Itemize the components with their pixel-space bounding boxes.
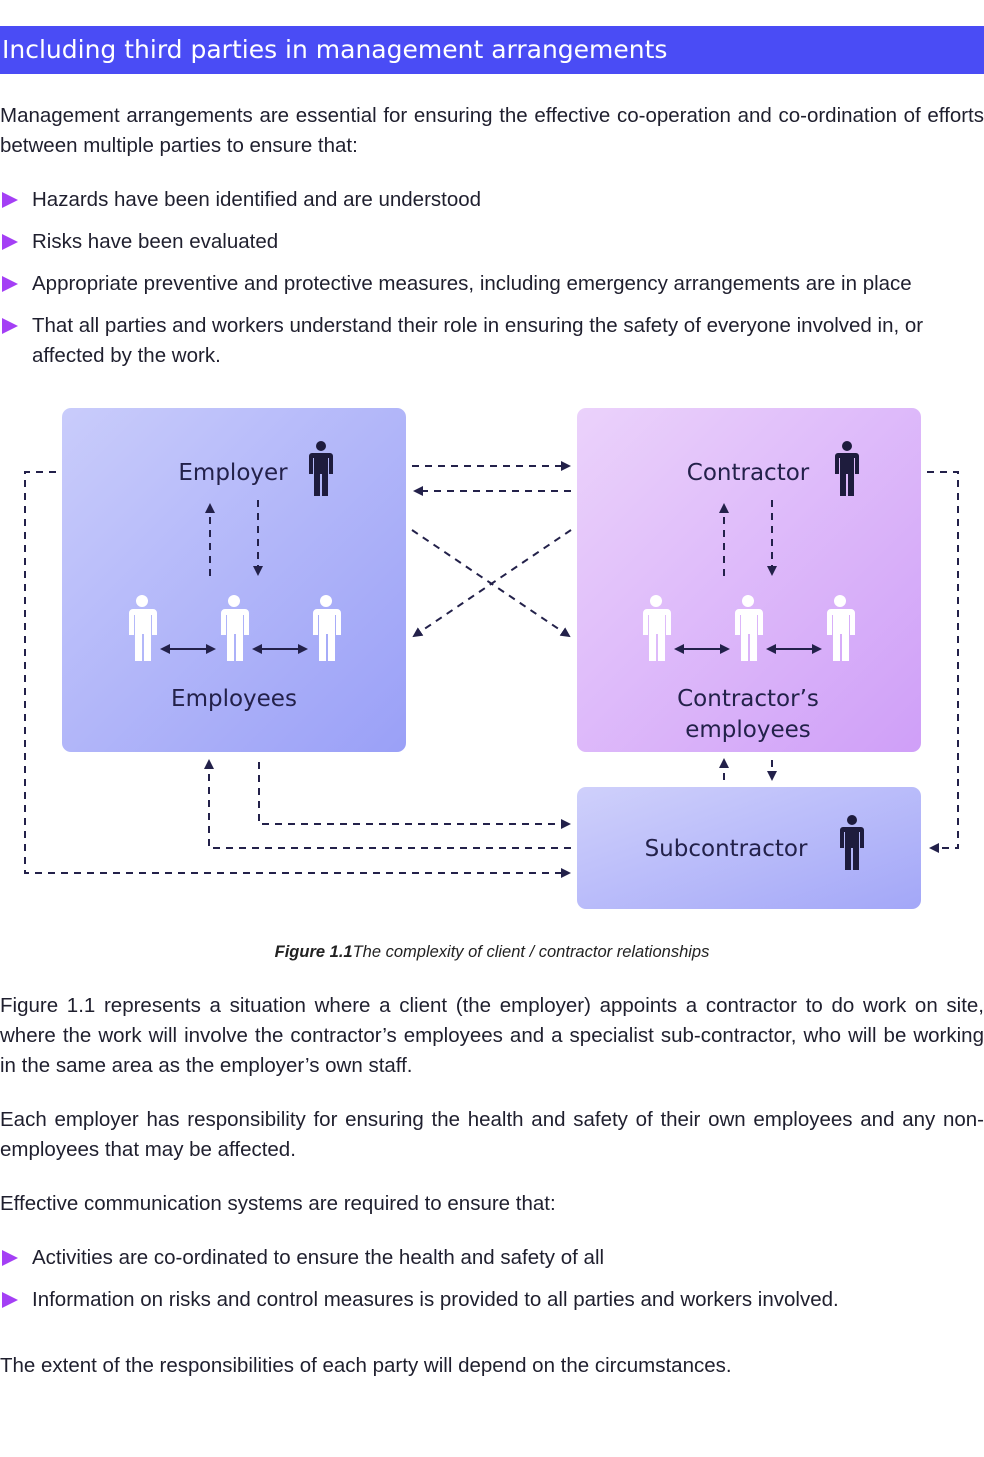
paragraph-responsibility: Each employer has responsibility for ens… <box>0 1108 984 1161</box>
subcontractor-box <box>577 787 921 909</box>
list-item: Hazards have been identified and are und… <box>0 185 984 215</box>
triangle-bullet-icon <box>2 1250 18 1266</box>
paragraph-figure-explanation: Figure 1.1 represents a situation where … <box>0 994 984 1077</box>
bullet-list-management: Hazards have been identified and are und… <box>0 185 984 371</box>
relationship-diagram: Employer Employees Contractor Contractor… <box>0 400 984 940</box>
figure-caption: Figure 1.1The complexity of client / con… <box>0 943 984 962</box>
closing-paragraph: The extent of the responsibilities of ea… <box>0 1354 732 1377</box>
figure-label: Figure 1.1 <box>274 943 353 961</box>
list-item: Appropriate preventive and protective me… <box>0 269 984 299</box>
figure-caption-text: The complexity of client / contractor re… <box>352 943 710 961</box>
subcontractor-label: Subcontractor <box>645 836 808 862</box>
intro-paragraph: Management arrangements are essential fo… <box>0 104 984 157</box>
paragraph-communication: Effective communication systems are requ… <box>0 1192 556 1215</box>
contractor-employees-label-line1: Contractor’s <box>677 686 819 712</box>
section-heading: Including third parties in management ar… <box>0 26 984 74</box>
contractor-employees-label-line2: employees <box>685 717 811 743</box>
employer-label: Employer <box>178 460 288 486</box>
list-item: Risks have been evaluated <box>0 227 984 257</box>
list-item: Activities are co-ordinated to ensure th… <box>0 1243 984 1273</box>
contractor-label: Contractor <box>687 460 810 486</box>
list-item: That all parties and workers understand … <box>0 311 984 371</box>
bullet-list-communication: Activities are co-ordinated to ensure th… <box>0 1243 984 1315</box>
triangle-bullet-icon <box>2 1292 18 1308</box>
triangle-bullet-icon <box>2 234 18 250</box>
triangle-bullet-icon <box>2 318 18 334</box>
contractor-box <box>577 408 921 752</box>
triangle-bullet-icon <box>2 192 18 208</box>
list-item: Information on risks and control measure… <box>0 1285 984 1315</box>
triangle-bullet-icon <box>2 276 18 292</box>
employees-label: Employees <box>171 686 297 712</box>
